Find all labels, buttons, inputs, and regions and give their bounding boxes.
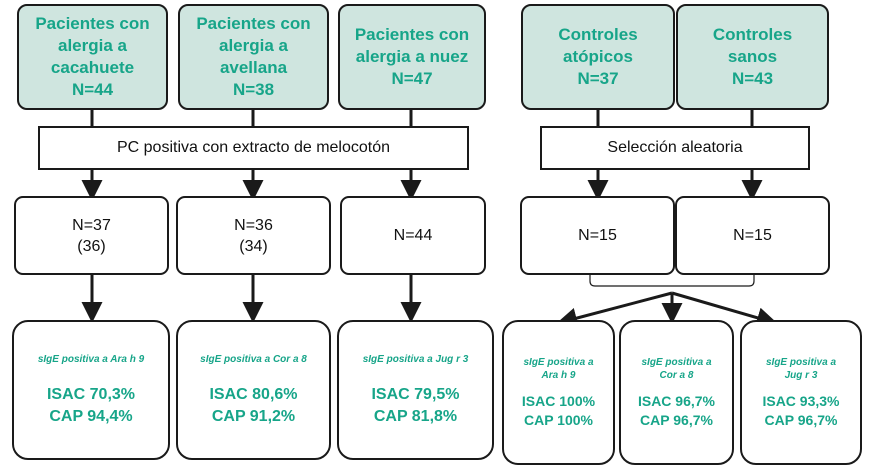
- count-box-walnut: N=44: [340, 196, 486, 275]
- cap-value: CAP 94,4%: [49, 407, 133, 425]
- isac-value: ISAC 100%: [521, 392, 596, 409]
- sige-label: sIgE positiva a: [523, 356, 594, 368]
- cap-value: CAP 96,7%: [764, 411, 838, 428]
- isac-value: ISAC 96,7%: [637, 392, 716, 409]
- result-box-controls-ara: sIgE positiva a Ara h 9 ISAC 100% CAP 10…: [502, 320, 615, 465]
- count-subvalue: (34): [239, 237, 268, 255]
- group-label-line: Controles: [558, 25, 638, 44]
- result-box-controls-cor: sIgE positiva a Cor a 8 ISAC 96,7% CAP 9…: [619, 320, 734, 465]
- sige-label-allergen: Cor a 8: [659, 369, 694, 381]
- isac-value: ISAC 93,3%: [762, 392, 840, 409]
- group-box-healthy-controls: Controles sanos N=43: [676, 4, 829, 110]
- group-label-line: cacahuete: [50, 58, 135, 77]
- group-label-line: sanos: [727, 47, 778, 66]
- cap-value: CAP 91,2%: [211, 407, 296, 425]
- isac-value: ISAC 79,5%: [371, 385, 460, 403]
- count-value: N=36: [234, 216, 273, 234]
- group-count: N=43: [731, 69, 774, 88]
- sige-label: sIgE positiva a: [641, 356, 712, 368]
- arrow: [556, 291, 673, 329]
- result-box-walnut: sIgE positiva a Jug r 3 ISAC 79,5% CAP 8…: [337, 320, 494, 460]
- count-value: N=44: [393, 227, 433, 244]
- cap-value: CAP 96,7%: [640, 411, 713, 428]
- result-box-hazelnut: sIgE positiva a Cor a 8 ISAC 80,6% CAP 9…: [176, 320, 331, 460]
- pc-positive-label: PC positiva con extracto de melocotón: [116, 139, 391, 156]
- count-box-hazelnut: N=36 (34): [176, 196, 331, 275]
- group-label-line: atópicos: [563, 47, 633, 66]
- isac-value: ISAC 80,6%: [209, 385, 298, 403]
- count-value: N=15: [733, 227, 772, 244]
- result-box-controls-jug: sIgE positiva a Jug r 3 ISAC 93,3% CAP 9…: [740, 320, 862, 465]
- group-label-line: Pacientes con: [35, 14, 150, 33]
- arrow: [671, 291, 778, 328]
- random-selection-step: Selección aleatoria: [540, 126, 810, 170]
- sige-label-allergen: Jug r 3: [784, 369, 818, 381]
- count-box-healthy-controls: N=15: [675, 196, 830, 275]
- group-count: N=37: [577, 69, 619, 88]
- group-label-line: alergia a: [219, 36, 288, 55]
- group-count: N=44: [71, 80, 114, 99]
- count-box-atopic-controls: N=15: [520, 196, 675, 275]
- group-box-peanut: Pacientes con alergia a cacahuete N=44: [17, 4, 168, 110]
- group-count: N=47: [391, 69, 433, 88]
- group-label-line: alergia a nuez: [355, 47, 469, 66]
- count-subvalue: (36): [77, 237, 106, 255]
- sige-label: sIgE positiva a Cor a 8: [200, 353, 307, 365]
- random-selection-label: Selección aleatoria: [607, 139, 743, 156]
- pc-positive-step: PC positiva con extracto de melocotón: [38, 126, 469, 170]
- count-value: N=15: [578, 227, 617, 244]
- group-box-atopic-controls: Controles atópicos N=37: [521, 4, 675, 110]
- sige-label: sIgE positiva a Ara h 9: [37, 353, 145, 365]
- cap-value: CAP 100%: [523, 411, 593, 428]
- cap-value: CAP 81,8%: [373, 407, 458, 425]
- group-label-line: avellana: [219, 58, 288, 77]
- group-label-line: Pacientes con: [196, 14, 311, 33]
- group-box-hazelnut: Pacientes con alergia a avellana N=38: [178, 4, 329, 110]
- group-count: N=38: [232, 80, 275, 99]
- sige-label-allergen: Ara h 9: [541, 369, 576, 381]
- group-label-line: Pacientes con: [354, 25, 470, 44]
- result-box-peanut: sIgE positiva a Ara h 9 ISAC 70,3% CAP 9…: [12, 320, 170, 460]
- count-value: N=37: [72, 216, 111, 234]
- count-box-peanut: N=37 (36): [14, 196, 169, 275]
- isac-value: ISAC 70,3%: [46, 385, 136, 403]
- group-box-walnut: Pacientes con alergia a nuez N=47: [338, 4, 486, 110]
- sige-label: sIgE positiva a Jug r 3: [362, 353, 469, 365]
- merge-bracket: [589, 275, 755, 287]
- group-label-line: alergia a: [58, 36, 127, 55]
- sige-label: sIgE positiva a: [765, 356, 837, 368]
- group-label-line: Controles: [712, 25, 793, 44]
